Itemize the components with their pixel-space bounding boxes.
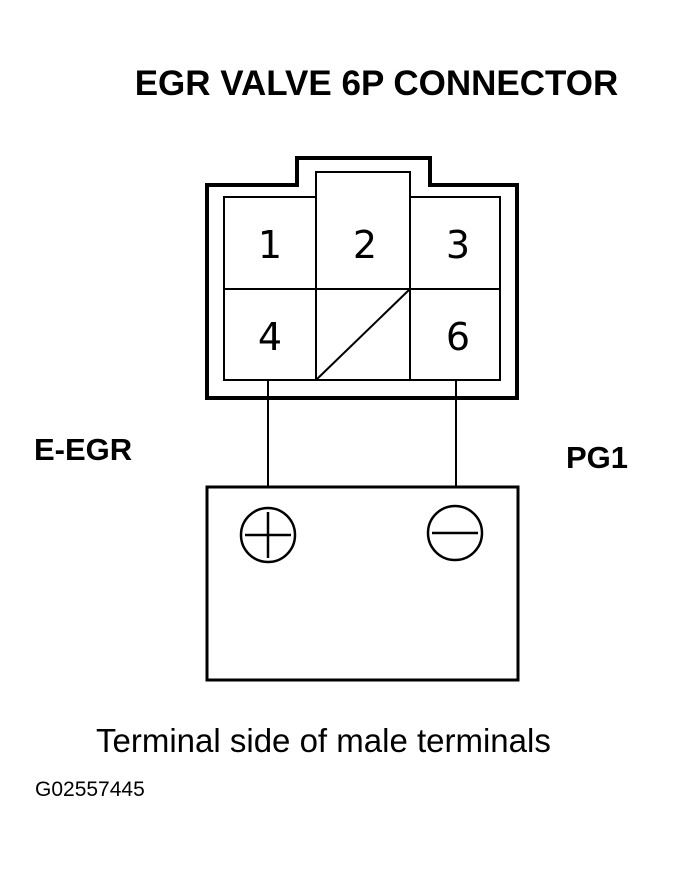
pin-number-6: 6: [446, 315, 470, 359]
battery-body: [205, 485, 520, 682]
wire-label-e-egr: E-EGR: [34, 432, 133, 467]
wire-label-pg1: PG1: [566, 440, 629, 475]
battery-positive-terminal-icon: [239, 506, 297, 564]
diagram-title: EGR VALVE 6P CONNECTOR: [134, 64, 619, 103]
diagram-caption: Terminal side of male terminals: [96, 722, 551, 759]
blank-pin-diagonal: [315, 288, 411, 381]
pin-number-2: 2: [353, 223, 377, 267]
pin-number-3: 3: [446, 223, 470, 267]
pin-number-4: 4: [258, 315, 282, 359]
battery-negative-terminal-icon: [426, 504, 484, 562]
figure-code: G02557445: [35, 778, 145, 801]
pin-number-1: 1: [258, 223, 282, 267]
connector-housing-outer: [205, 156, 519, 400]
